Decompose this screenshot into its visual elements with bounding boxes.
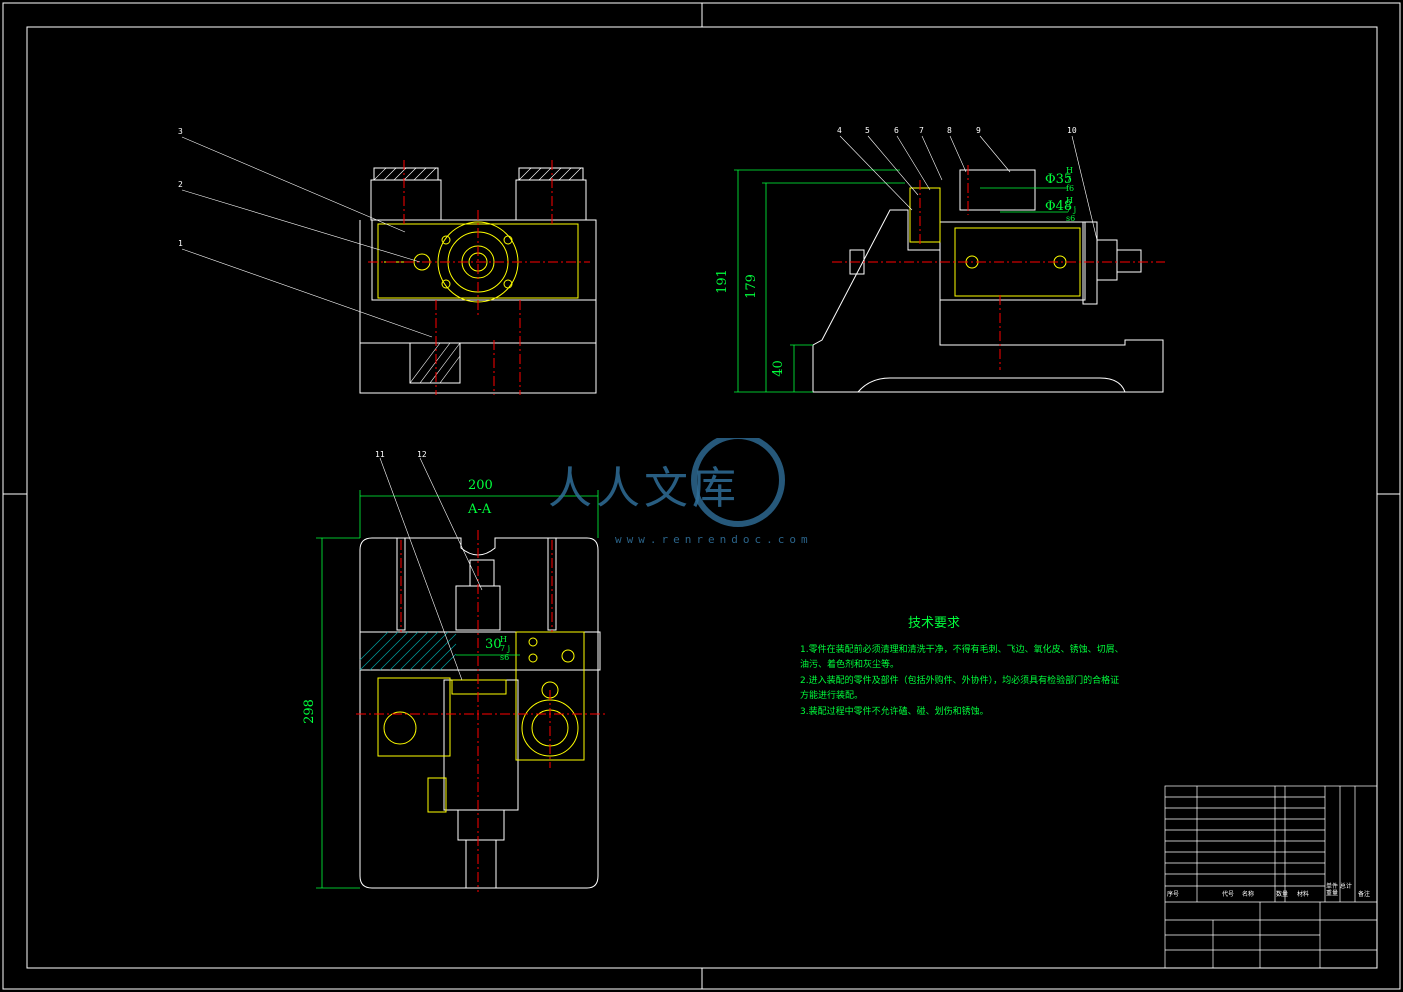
dimension-298: 298 (301, 699, 317, 724)
fit-30: H7 js6 (500, 635, 511, 662)
section-leaders (379, 457, 483, 681)
tech-requirements-title: 技术要求 (908, 616, 961, 631)
balloon-7: 7 (919, 126, 924, 135)
dimension-200: 200 (468, 478, 493, 493)
fit-35: H7 f6 (1066, 166, 1075, 193)
section-dimension-lines (316, 490, 599, 889)
watermark-url: www.renrendoc.com (615, 533, 813, 546)
title-block (1164, 785, 1378, 969)
balloon-5: 5 (865, 126, 870, 135)
side-leaders (839, 135, 1098, 241)
balloon-3: 3 (178, 127, 183, 136)
front-view (359, 167, 597, 394)
tech-line-5: 3.装配过程中零件不允许磕、碰、划伤和锈蚀。 (800, 707, 989, 717)
dimension-dia-48: Φ48 (1045, 199, 1073, 214)
tb-col-name: 名称 (1242, 891, 1255, 898)
tb-col-material: 材料 (1297, 891, 1310, 898)
balloon-10: 10 (1067, 126, 1077, 135)
balloon-6: 6 (894, 126, 899, 135)
dimension-179: 179 (743, 274, 759, 299)
tb-col-seq: 序号 (1167, 891, 1180, 898)
balloon-9: 9 (976, 126, 981, 135)
balloon-1: 1 (178, 239, 183, 248)
tb-col-code: 代号 (1222, 891, 1235, 898)
section-centerlines (356, 530, 605, 892)
balloon-4: 4 (837, 126, 842, 135)
tech-line-4: 方能进行装配。 (800, 691, 864, 701)
watermark-text: 人人文库 (548, 463, 740, 514)
tech-line-3: 2.进入装配的零件及部件（包括外购件、外协件），均必须具有检验部门的合格证 (800, 676, 1120, 686)
dimension-bore-30: 30 (485, 637, 502, 652)
tech-line-1: 1.零件在装配前必须清理和清洗干净，不得有毛刺、飞边、氧化皮、锈蚀、切屑、 (800, 645, 1124, 655)
section-label: A-A (468, 502, 492, 517)
front-centerlines (368, 160, 590, 395)
front-leaders (181, 136, 433, 338)
section-hatch (359, 631, 457, 671)
tb-col-weight: 单件 总计 重量 (1326, 883, 1352, 897)
balloon-12: 12 (417, 450, 427, 459)
section-yellow-parts (377, 631, 585, 813)
dimension-dia-35: Φ35 (1045, 172, 1073, 187)
fit-48: H7 js6 (1066, 196, 1077, 223)
tb-col-notes: 备注 (1358, 891, 1371, 898)
side-view (812, 169, 1164, 393)
balloon-8: 8 (947, 126, 952, 135)
dimension-40: 40 (770, 360, 786, 377)
front-hatch (373, 167, 582, 384)
tech-line-2: 油污、着色剂和灰尘等。 (800, 660, 900, 670)
side-dimension-lines (734, 169, 1068, 393)
tb-col-qty: 数量 (1276, 891, 1289, 898)
balloon-11: 11 (375, 450, 385, 459)
dimension-191: 191 (714, 269, 730, 294)
balloon-2: 2 (178, 180, 183, 189)
side-centerlines (832, 165, 1165, 370)
watermark-logo (691, 438, 785, 527)
